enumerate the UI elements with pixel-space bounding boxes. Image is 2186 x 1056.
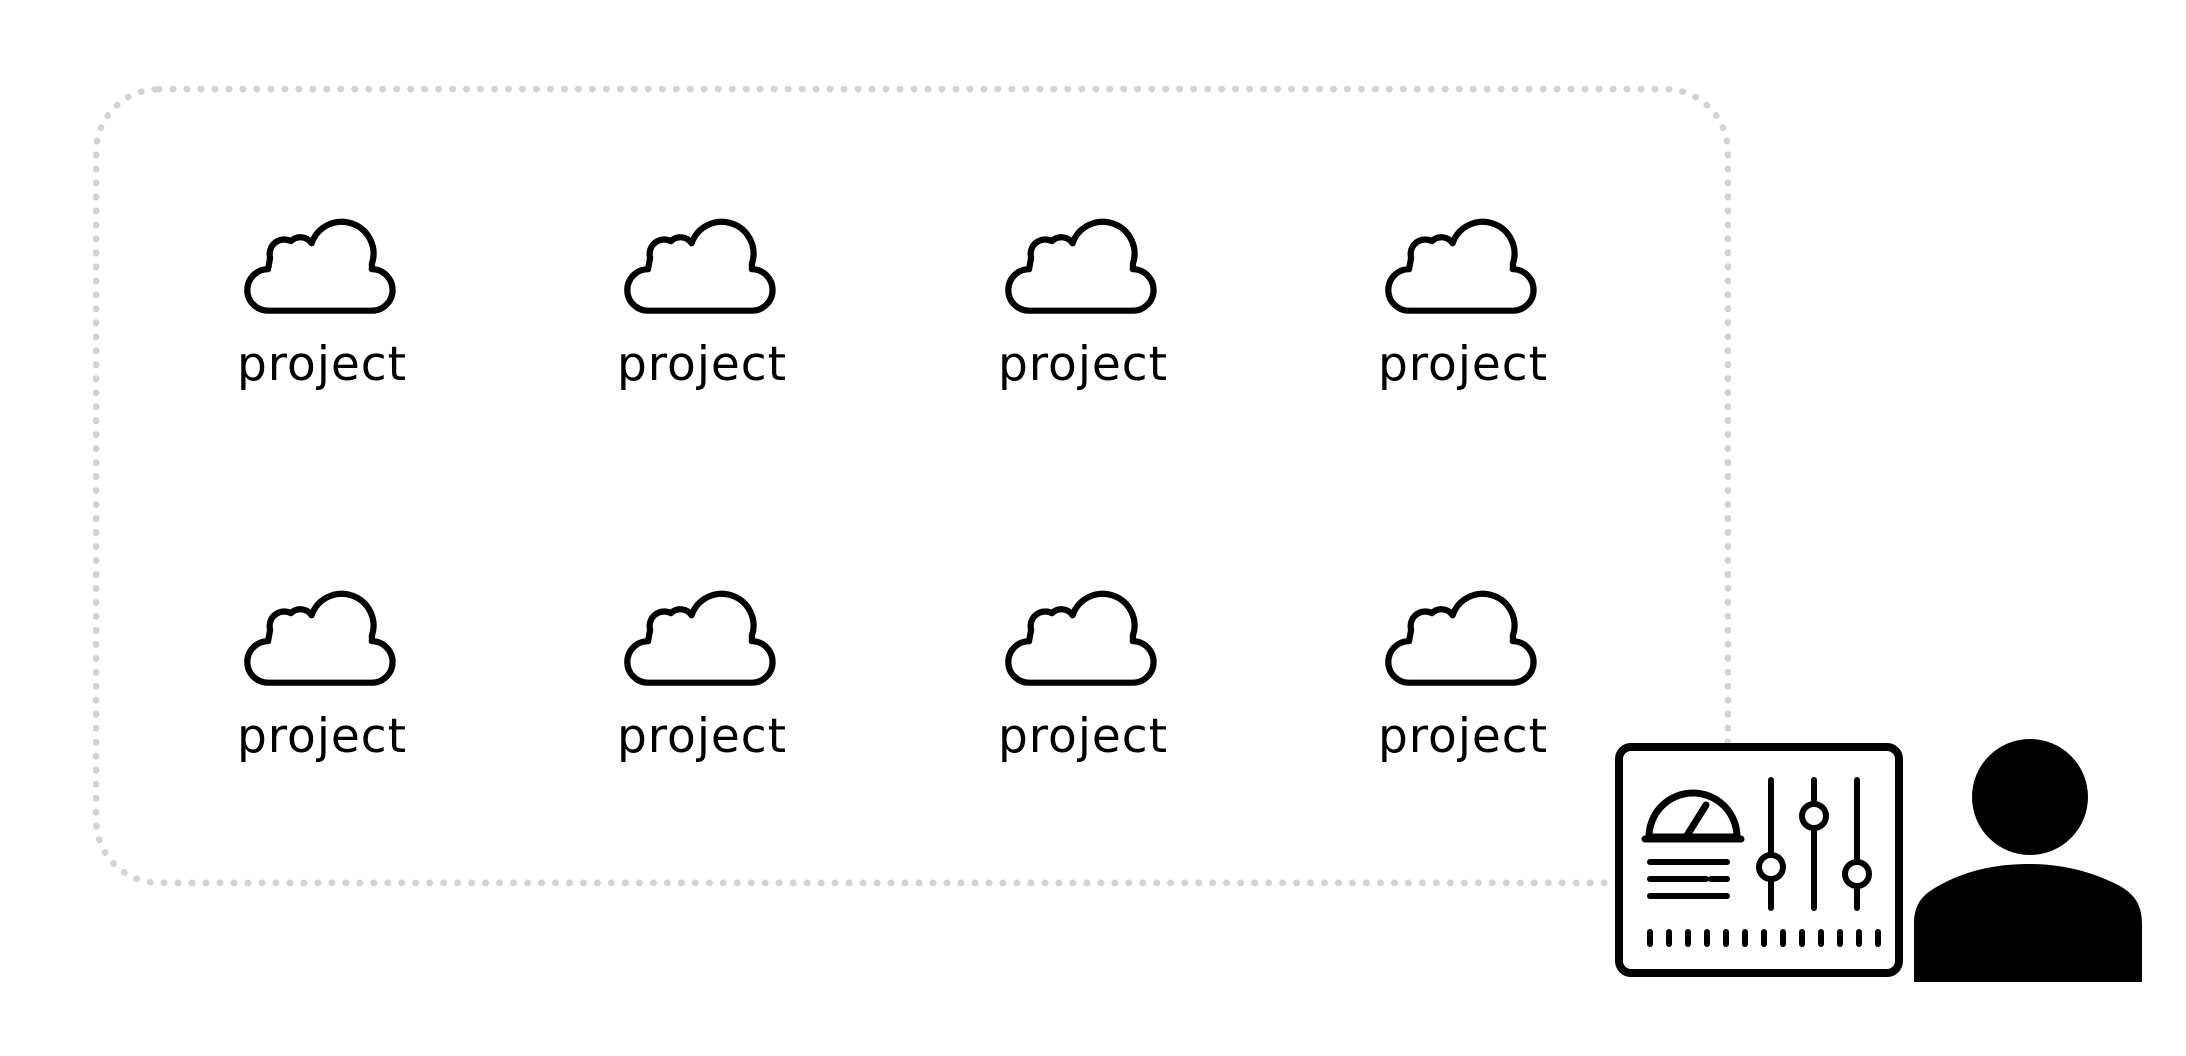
project-label: project: [997, 709, 1169, 764]
cloud-icon: [1385, 590, 1537, 686]
project-label: project: [236, 337, 408, 392]
project-label: project: [616, 709, 788, 764]
project-label: project: [997, 337, 1169, 392]
project-item[interactable]: project: [963, 212, 1203, 422]
project-item[interactable]: project: [582, 212, 822, 422]
project-item[interactable]: project: [582, 584, 822, 794]
cloud-icon: [624, 590, 776, 686]
cloud-icon: [1005, 590, 1157, 686]
cloud-icon: [624, 218, 776, 314]
project-item[interactable]: project: [202, 212, 442, 422]
project-item[interactable]: project: [963, 584, 1203, 794]
cloud-icon: [244, 218, 396, 314]
project-item[interactable]: project: [202, 584, 442, 794]
cloud-icon: [1005, 218, 1157, 314]
project-item[interactable]: project: [1343, 212, 1583, 422]
cloud-icon: [244, 590, 396, 686]
project-item[interactable]: project: [1343, 584, 1583, 794]
project-label: project: [236, 709, 408, 764]
project-label: project: [616, 337, 788, 392]
user-icon: [1914, 739, 2142, 982]
cloud-icon: [1385, 218, 1537, 314]
projects-group-frame: [93, 86, 1731, 886]
control-panel-icon: [1615, 743, 1903, 977]
project-label: project: [1377, 337, 1549, 392]
project-label: project: [1377, 709, 1549, 764]
